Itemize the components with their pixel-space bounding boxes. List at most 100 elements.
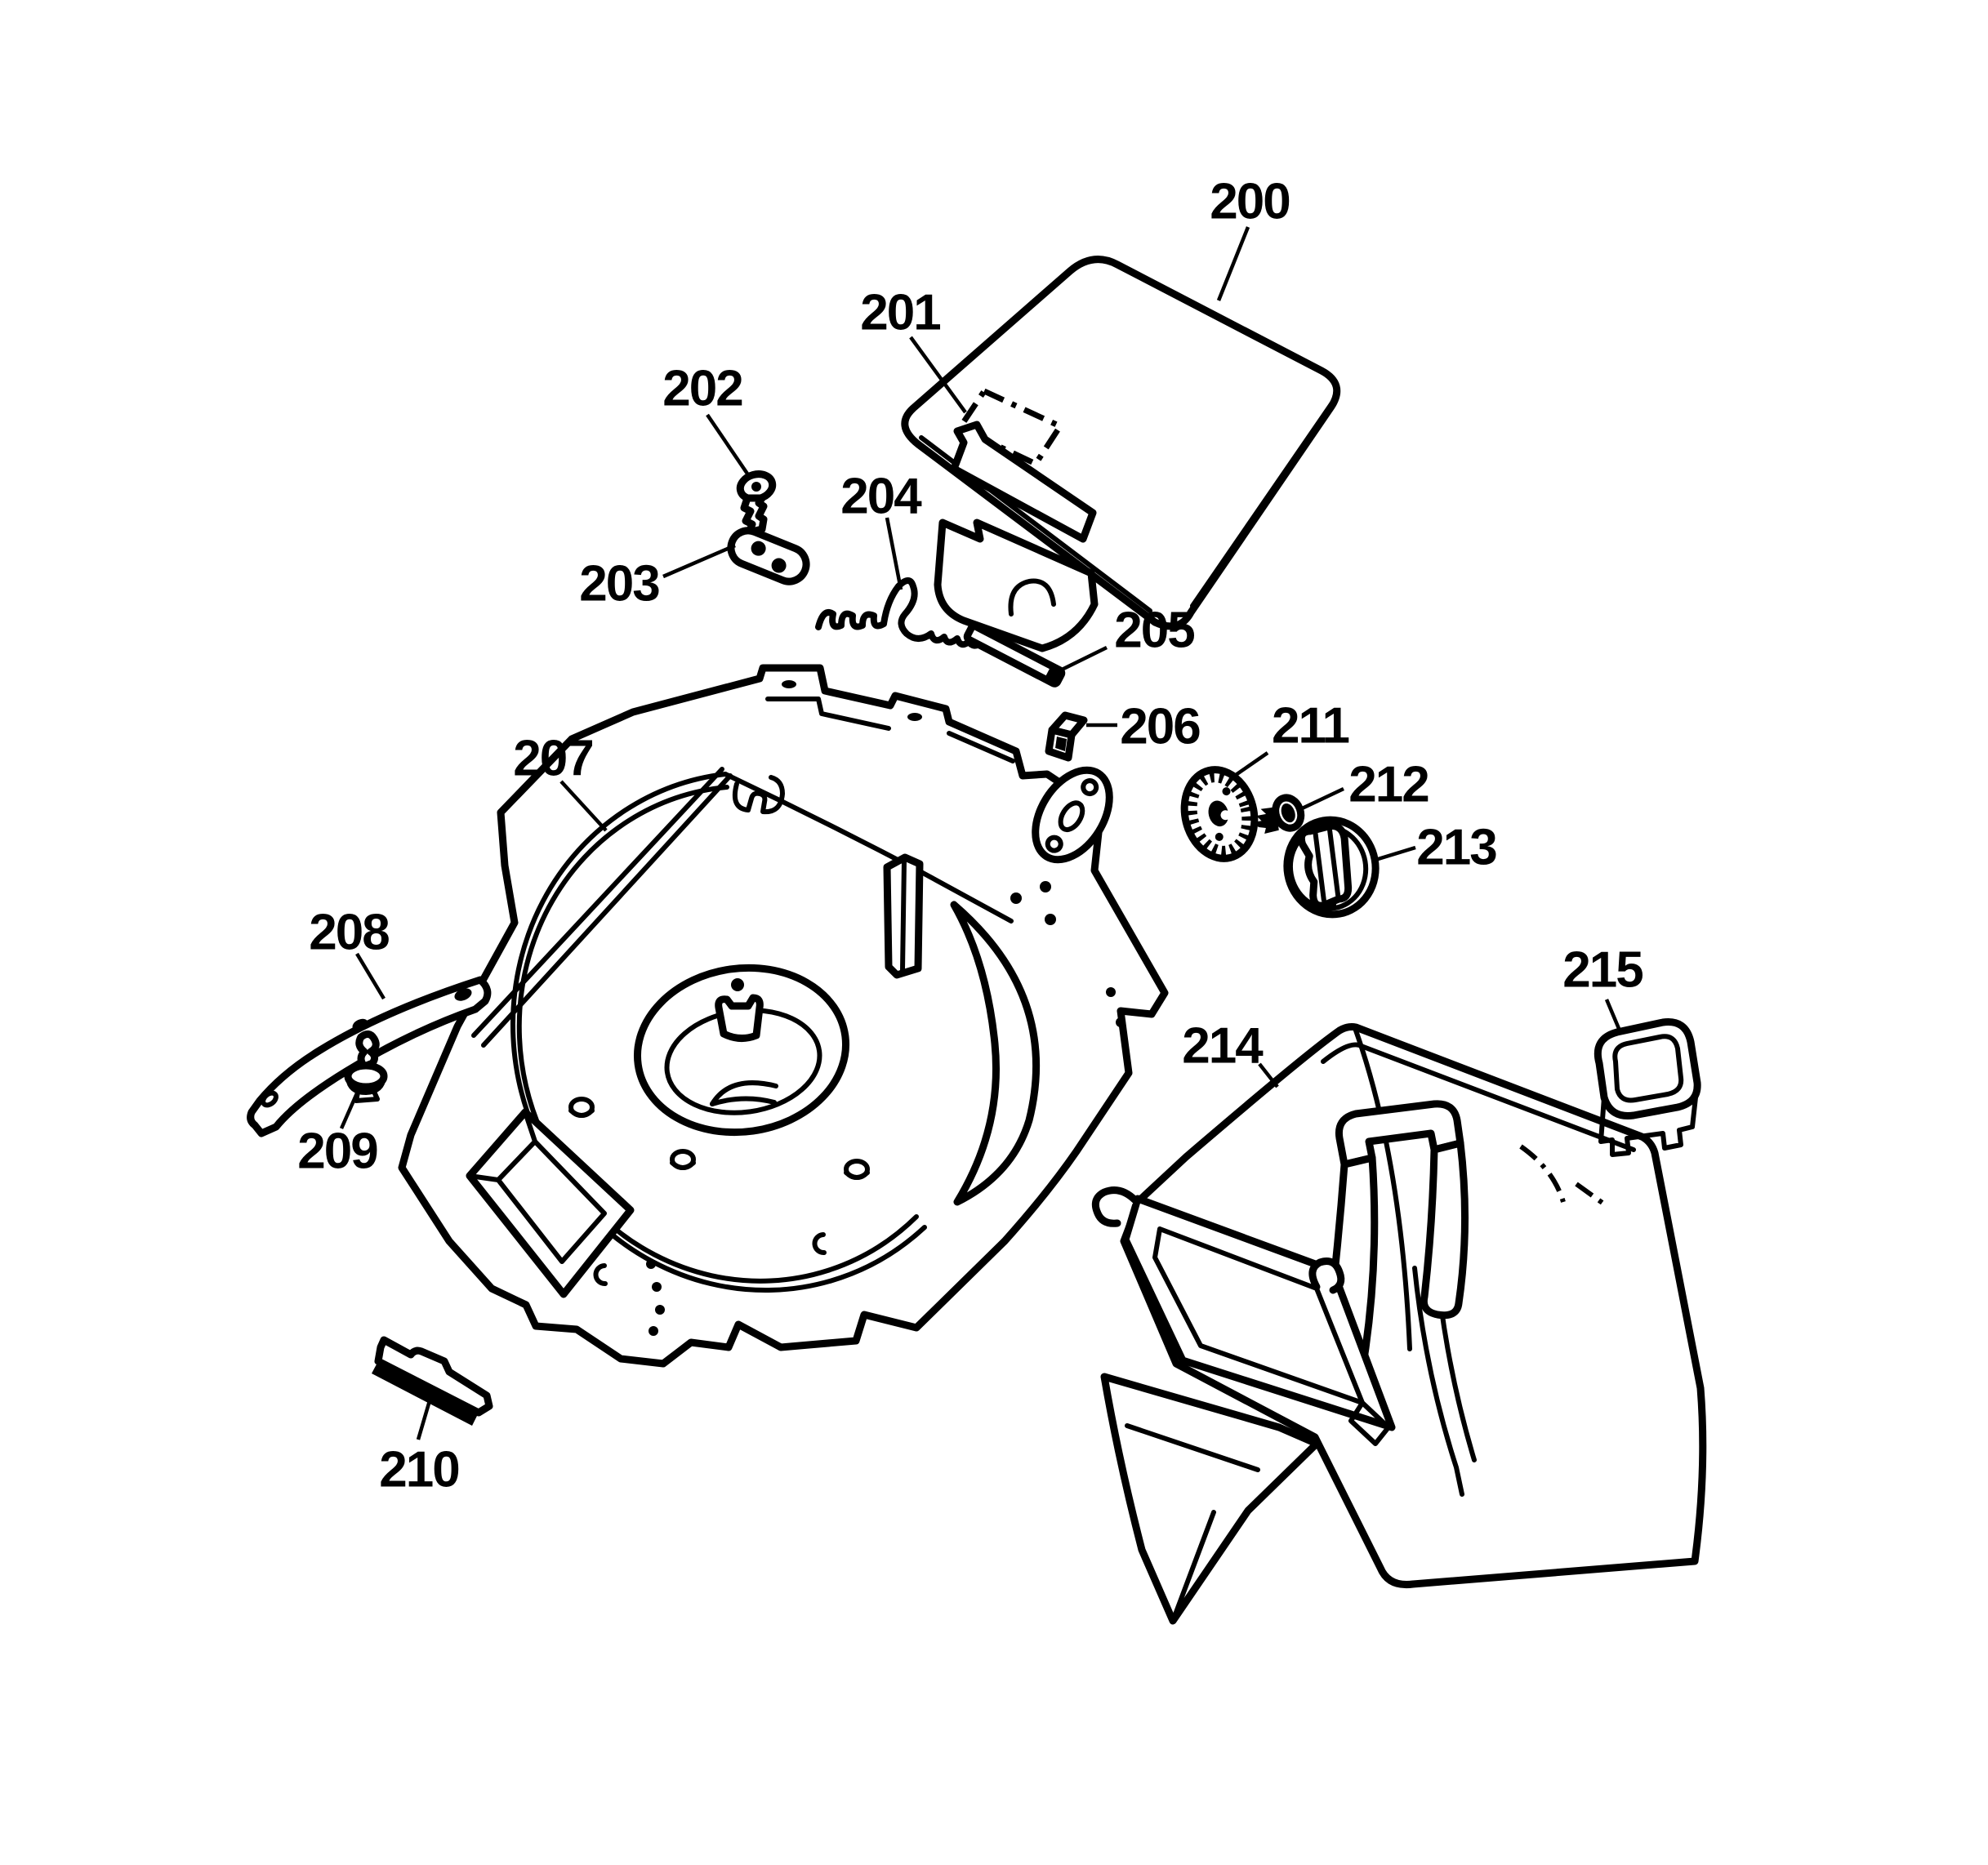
part-label-212: 212 [1348,757,1428,813]
leader-line-208 [355,952,386,1000]
part-label-200: 200 [1210,174,1289,230]
deck-hub [715,994,764,1042]
cap-skirt [1598,1080,1700,1157]
handle-top-bar [1335,1100,1464,1168]
deck-discharge-inner [467,1110,607,1264]
mouth-tab [1348,1400,1391,1446]
handle-right-post [1420,1139,1469,1320]
leader-line-215 [1604,999,1622,1031]
strip-hole-middle [352,1018,368,1031]
part-201-label-sticker [955,387,1065,468]
latch-notch [1008,578,1056,616]
part-202-screw [736,470,777,536]
deck-bracket-slot-1 [782,680,796,688]
box-front-edge [1353,1028,1412,1351]
cover-latch [934,421,1099,652]
deck-bowl-arch [710,1080,778,1106]
part-213-knob [1283,816,1380,919]
cap-rim-outer [1594,1018,1701,1120]
deck-bracket-lines [765,697,1015,763]
box-chute [1100,1373,1321,1625]
box-side-edge [1412,1266,1464,1497]
part-label-211: 211 [1272,698,1349,754]
leader-line-209 [339,1087,362,1129]
part-label-210: 210 [379,1442,458,1498]
plate-hole-2 [771,558,787,573]
part-205-rod [963,622,1066,688]
leader-line-210 [416,1397,433,1440]
leader-line-202 [706,413,751,478]
bar-face [374,1336,493,1417]
plate-body [727,527,810,585]
mouth-inner [1152,1226,1365,1405]
part-label-206: 206 [1120,699,1200,755]
deck-ridge-line-1 [471,767,724,1038]
part-label-215: 215 [1562,942,1643,999]
part-label-203: 203 [579,556,659,612]
deck-discharge-opening [466,1108,635,1298]
part-200-cover [901,256,1341,652]
part-label-214: 214 [1182,1018,1264,1075]
mouth-outer [1121,1195,1396,1431]
leader-line-213 [1375,845,1416,862]
gear-dot-top [1222,787,1231,796]
mount-slot [1058,800,1085,833]
leader-line-207 [559,780,608,832]
part-label-205: 205 [1114,603,1194,659]
part-label-204: 204 [840,469,922,525]
part-label-207: 207 [513,731,592,787]
part-214-grass-box [1091,1023,1707,1625]
fastener-cap [344,1062,388,1091]
clip-hole [1055,737,1067,751]
deck-fin-line [900,858,907,973]
deck-bowl-arch-chord [710,1096,777,1106]
deck-bracket-slot-2 [907,713,922,721]
knob-wing-lines [1313,826,1341,903]
leader-line-211 [1234,751,1269,777]
strip-hole-left [261,1090,279,1108]
screw-head-hole [751,482,761,492]
deck-bowl-outer [633,964,850,1137]
mouth-clip-left [1091,1186,1139,1227]
gear-dot-bottom [1215,832,1224,841]
part-207-deck [398,664,1169,1368]
leader-line-201 [909,336,967,414]
strip-hole-right [454,988,472,1001]
part-label-213: 213 [1416,820,1496,876]
leader-line-205 [1058,645,1108,674]
deck-ridge-line-2 [481,773,733,1048]
deck-axle-mount [1032,766,1113,864]
part-label-208: 208 [309,905,389,961]
chute-fold-lines [1125,1423,1260,1623]
deck-hub-dot [731,978,744,991]
gear-center-hole [1208,800,1229,827]
gear-teeth [1186,772,1253,857]
deck-hole-dots [646,881,1125,1336]
part-204-spring [815,577,988,649]
leader-line-214 [1258,1062,1279,1088]
leader-line-203 [662,543,736,579]
bar-side-band [372,1361,479,1426]
box-seam-dashed [1519,1144,1607,1208]
mouth-clip-top [1308,1257,1345,1294]
deck-bracket-hook [732,775,785,815]
part-211-gear [1180,766,1259,862]
spring-wire [815,577,988,649]
fastener-cap-skirt [345,1075,386,1095]
callout-layer: 2002012022032042052062072082092102112122… [297,174,1644,1498]
gear-center-notch [1220,810,1231,821]
screw-shank [740,494,768,536]
deck-cutout-2 [812,1232,827,1255]
knob-dot [1328,901,1337,910]
deck-cutout-1 [593,1263,608,1286]
part-label-202: 202 [662,361,742,417]
part-215-cap [1594,1018,1701,1157]
leader-line-204 [885,517,903,590]
mount-hole-bottom [1045,835,1063,853]
box-outline [1120,1023,1707,1589]
cap-rim-inner [1612,1034,1684,1103]
deck-wheel-arch [950,901,1041,1206]
part-label-201: 201 [860,285,940,341]
